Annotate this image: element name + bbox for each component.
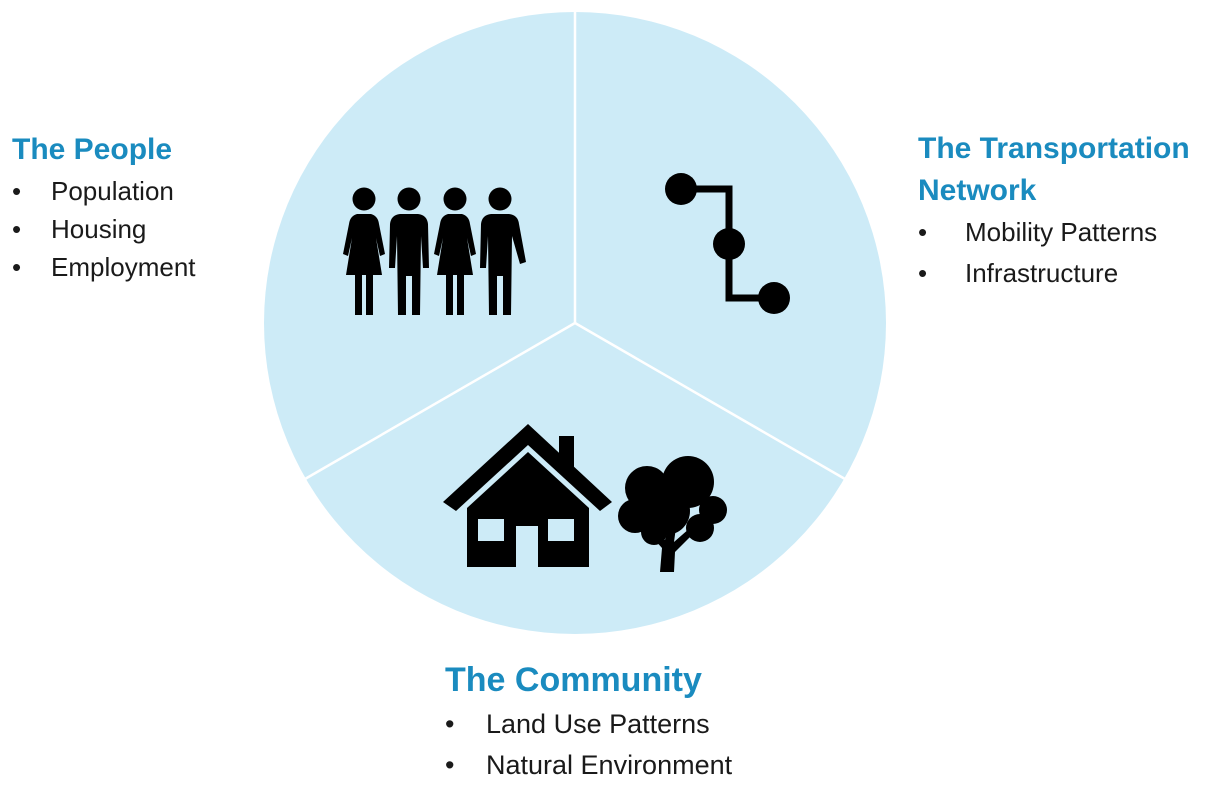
list-item: • Employment xyxy=(12,248,252,286)
list-item-label: Housing xyxy=(51,214,147,244)
house-roof xyxy=(443,424,612,511)
list-item-label: Population xyxy=(51,176,174,206)
people-list: • Population • Housing • Employment xyxy=(12,172,252,286)
list-item: • Infrastructure xyxy=(918,253,1213,294)
house-window-right xyxy=(548,519,574,541)
transport-title-line2: Network xyxy=(918,174,1037,207)
bullet: • xyxy=(12,214,22,244)
route-node-middle xyxy=(713,228,745,260)
bullet: • xyxy=(918,258,928,288)
person-woman-1 xyxy=(343,187,385,315)
bullet: • xyxy=(918,217,928,247)
list-item: • Land Use Patterns xyxy=(445,704,845,745)
bullet: • xyxy=(445,750,455,780)
divider-right xyxy=(574,321,846,481)
bullet: • xyxy=(445,709,455,739)
route-node-end xyxy=(758,282,790,314)
person-man-1 xyxy=(389,187,429,315)
house-door xyxy=(516,526,538,567)
people-icon xyxy=(343,187,526,315)
list-item-label: Natural Environment xyxy=(486,750,733,780)
list-item: • Natural Environment xyxy=(445,745,845,786)
people-group: The People • Population • Housing • Employm… xyxy=(12,128,252,286)
community-title: The Community xyxy=(445,661,702,699)
divider-left xyxy=(304,321,576,481)
route-icon xyxy=(665,173,790,314)
list-item-label: Mobility Patterns xyxy=(965,217,1158,247)
community-group: The Community • Land Use Patterns • Natura… xyxy=(445,656,845,786)
person-man-2 xyxy=(480,187,526,315)
list-item-label: Infrastructure xyxy=(965,258,1119,288)
people-title: The People xyxy=(12,133,173,166)
person-woman-2 xyxy=(434,187,476,315)
community-list: • Land Use Patterns • Natural Environment xyxy=(445,704,845,786)
list-item: • Mobility Patterns xyxy=(918,212,1213,253)
house-window-left xyxy=(478,519,504,541)
bullet: • xyxy=(12,252,22,282)
transport-list: • Mobility Patterns • Infrastructure xyxy=(918,212,1213,294)
bullet: • xyxy=(12,176,22,206)
list-item: • Housing xyxy=(12,210,252,248)
house-icon xyxy=(443,424,612,567)
transport-group: The Transportation Network • Mobility Pat… xyxy=(918,128,1213,294)
pie-circle xyxy=(264,12,886,634)
list-item-label: Land Use Patterns xyxy=(486,709,710,739)
route-node-start xyxy=(665,173,697,205)
tree-icon xyxy=(618,456,727,572)
list-item: • Population xyxy=(12,172,252,210)
transport-title-line1: The Transportation xyxy=(918,132,1190,165)
list-item-label: Employment xyxy=(51,252,196,282)
